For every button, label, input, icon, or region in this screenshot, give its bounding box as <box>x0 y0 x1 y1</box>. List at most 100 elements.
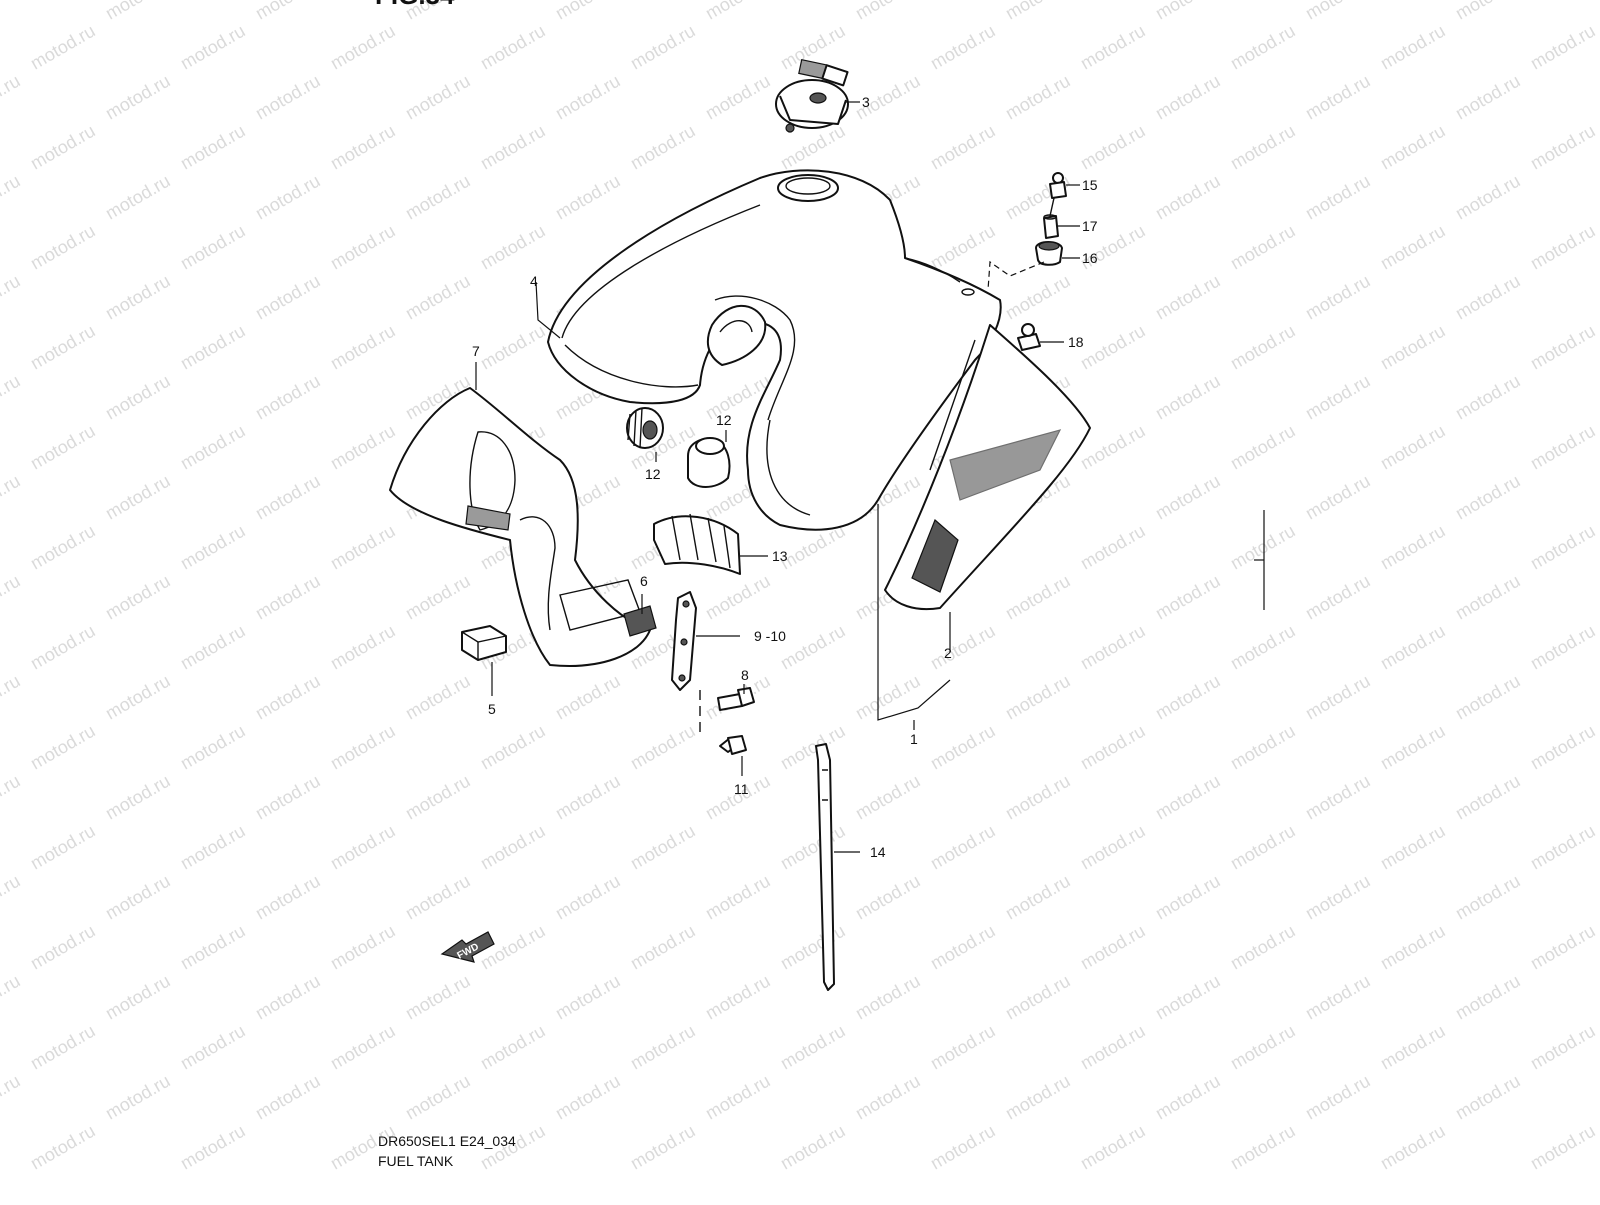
watermark-text: motod.ru <box>327 321 399 374</box>
rubber-block <box>461 625 507 661</box>
watermark-text: motod.ru <box>252 471 324 524</box>
watermark-text: motod.ru <box>702 0 774 23</box>
watermark-text: motod.ru <box>252 1071 324 1124</box>
watermark-text: motod.ru <box>777 1121 849 1174</box>
watermark-text: motod.ru <box>327 121 399 174</box>
watermark-text: motod.ru <box>1152 1071 1224 1124</box>
watermark-text: motod.ru <box>252 0 324 23</box>
callout-label: 13 <box>772 548 788 564</box>
watermark-text: motod.ru <box>102 571 174 624</box>
watermark-text: motod.ru <box>177 221 249 274</box>
watermark-text: motod.ru <box>1227 421 1299 474</box>
watermark-text: motod.ru <box>1002 71 1074 124</box>
watermark-text: motod.ru <box>627 721 699 774</box>
watermark-text: motod.ru <box>1302 271 1374 324</box>
watermark-text: motod.ru <box>27 921 99 974</box>
watermark-text: motod.ru <box>1377 121 1449 174</box>
watermark-text: motod.ru <box>1452 871 1524 924</box>
tank-cushion-rubber <box>1035 241 1063 266</box>
watermark-text: motod.ru <box>27 121 99 174</box>
watermark-text: motod.ru <box>1527 821 1599 874</box>
watermark-text: motod.ru <box>1527 221 1599 274</box>
callout-label: 12 <box>716 412 732 428</box>
watermark-text: motod.ru <box>1452 571 1524 624</box>
bolt-8 <box>717 687 755 711</box>
watermark-text: motod.ru <box>177 521 249 574</box>
watermark-text: motod.ru <box>27 521 99 574</box>
watermark-text: motod.ru <box>1227 21 1299 74</box>
fuel-tank <box>547 169 1002 531</box>
watermark-text: motod.ru <box>477 821 549 874</box>
grommet-lower <box>687 437 731 488</box>
bolt-11 <box>719 735 747 755</box>
watermark-text: motod.ru <box>702 71 774 124</box>
callout-label: 17 <box>1082 218 1098 234</box>
watermark-text: motod.ru <box>1302 771 1374 824</box>
watermark-text: motod.ru <box>852 0 924 23</box>
watermark-text: motod.ru <box>852 671 924 724</box>
watermark-text: motod.ru <box>1152 371 1224 424</box>
callout-labels: 3 4 7 12 12 13 6 5 9 -10 8 11 14 2 1 15 … <box>472 94 1098 860</box>
watermark-text: motod.ru <box>252 571 324 624</box>
cushion-pad <box>623 605 657 637</box>
watermark-text: motod.ru <box>0 0 24 23</box>
watermark-text: motod.ru <box>27 1121 99 1174</box>
watermark-text: motod.ru <box>252 771 324 824</box>
watermark-text: motod.ru <box>27 21 99 74</box>
watermark-text: motod.ru <box>852 871 924 924</box>
watermark-text: motod.ru <box>477 321 549 374</box>
watermark-text: motod.ru <box>1527 21 1599 74</box>
watermark-text: motod.ru <box>327 21 399 74</box>
watermark-text: motod.ru <box>177 721 249 774</box>
watermark-text: motod.ru <box>402 871 474 924</box>
watermark-text: motod.ru <box>0 71 24 124</box>
watermark-text: motod.ru <box>1377 1121 1449 1174</box>
watermark-text: motod.ru <box>0 671 24 724</box>
watermark-text: motod.ru <box>777 721 849 774</box>
watermark-text: motod.ru <box>477 21 549 74</box>
watermark-text: motod.ru <box>1227 621 1299 674</box>
watermark-text: motod.ru <box>402 171 474 224</box>
watermark-text: motod.ru <box>177 621 249 674</box>
watermark-text: motod.ru <box>27 321 99 374</box>
callout-label: 6 <box>640 573 648 589</box>
watermark-text: motod.ru <box>477 1021 549 1074</box>
watermark-text: motod.ru <box>0 171 24 224</box>
watermark-text: motod.ru <box>102 771 174 824</box>
watermark-text: motod.ru <box>1077 121 1149 174</box>
watermark-text: motod.ru <box>927 621 999 674</box>
callout-label: 7 <box>472 343 480 359</box>
watermark-text: motod.ru <box>927 921 999 974</box>
watermark-text: motod.ru <box>252 171 324 224</box>
watermark-text: motod.ru <box>252 371 324 424</box>
watermark-text: motod.ru <box>1377 21 1449 74</box>
callout-label: 18 <box>1068 334 1084 350</box>
watermark-text: motod.ru <box>927 721 999 774</box>
watermark-text: motod.ru <box>1302 971 1374 1024</box>
watermark-text: motod.ru <box>327 721 399 774</box>
watermark-text: motod.ru <box>477 221 549 274</box>
watermark-text: motod.ru <box>1002 871 1074 924</box>
watermark-text: motod.ru <box>1152 71 1224 124</box>
watermark-text: motod.ru <box>327 921 399 974</box>
watermark-text: motod.ru <box>1302 571 1374 624</box>
watermark-text: motod.ru <box>1452 371 1524 424</box>
watermark-text: motod.ru <box>1527 1121 1599 1174</box>
callout-label: 9 -10 <box>754 628 786 644</box>
watermark-text: motod.ru <box>477 121 549 174</box>
watermark-text: motod.ru <box>1452 771 1524 824</box>
watermark-text: motod.ru <box>1152 471 1224 524</box>
watermark-text: motod.ru <box>27 721 99 774</box>
watermark-text: motod.ru <box>1002 971 1074 1024</box>
watermark-text: motod.ru <box>627 921 699 974</box>
watermark-text: motod.ru <box>1002 1071 1074 1124</box>
watermark-text: motod.ru <box>552 0 624 23</box>
watermark-text: motod.ru <box>552 671 624 724</box>
callout-label: 15 <box>1082 177 1098 193</box>
watermark-text: motod.ru <box>327 821 399 874</box>
watermark-text: motod.ru <box>477 721 549 774</box>
watermark-text: motod.ru <box>102 1071 174 1124</box>
watermark-text: motod.ru <box>27 221 99 274</box>
watermark-text: motod.ru <box>1377 721 1449 774</box>
